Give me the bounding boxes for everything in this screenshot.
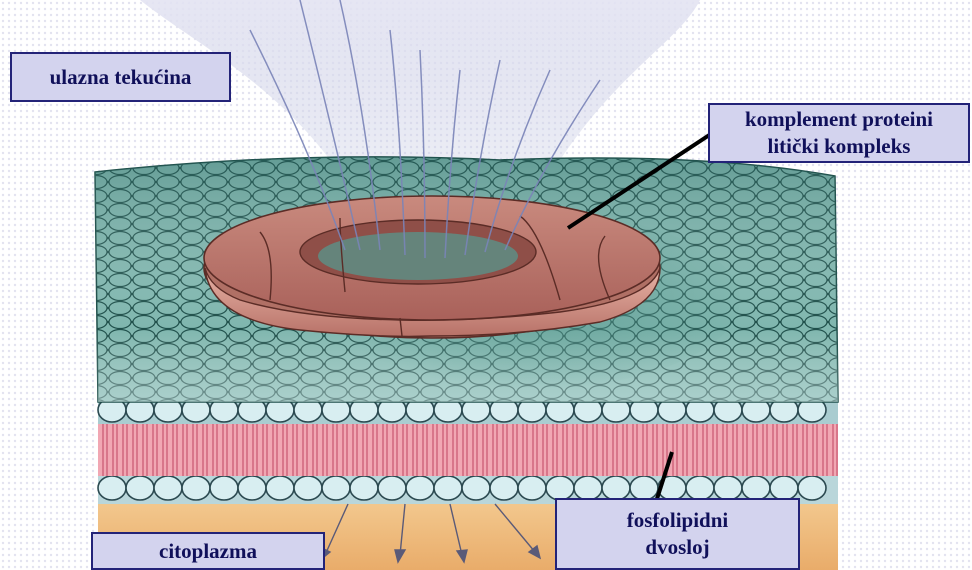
- complement-label: komplement proteini litički kompleks: [708, 103, 970, 163]
- complement-pore: [204, 196, 660, 338]
- complement-label-line2: litički kompleks: [768, 133, 911, 160]
- influx-label: ulazna tekućina: [10, 52, 231, 102]
- phospholipid-label-line1: fosfolipidni: [627, 507, 729, 534]
- phospholipid-label-line2: dvosloj: [645, 534, 709, 561]
- influx-label-text: ulazna tekućina: [50, 64, 192, 91]
- lipid-tails: [98, 420, 838, 476]
- cytoplasm-label: citoplazma: [91, 532, 325, 570]
- cytoplasm-label-text: citoplazma: [159, 538, 257, 565]
- complement-label-line1: komplement proteini: [745, 106, 933, 133]
- phospholipid-label: fosfolipidni dvosloj: [555, 498, 800, 570]
